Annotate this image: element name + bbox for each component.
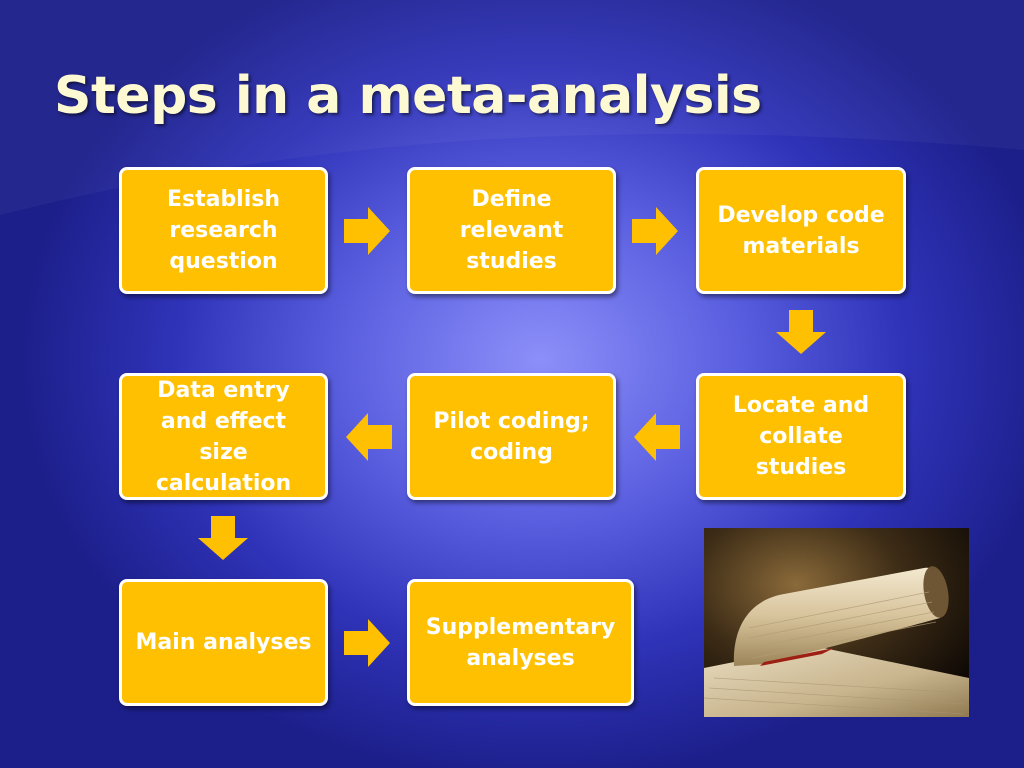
step-supplementary-analyses: Supplementary analyses xyxy=(407,579,634,706)
arrow-right-icon xyxy=(632,207,678,255)
step-main-analyses: Main analyses xyxy=(119,579,328,706)
old-paper-scroll-photo xyxy=(704,528,969,717)
arrow-down-icon xyxy=(198,516,248,560)
step-define-relevant-studies: Define relevant studies xyxy=(407,167,616,294)
step-develop-code-materials: Develop code materials xyxy=(696,167,906,294)
step-locate-collate-studies: Locate and collate studies xyxy=(696,373,906,500)
step-pilot-coding: Pilot coding; coding xyxy=(407,373,616,500)
arrow-left-icon xyxy=(346,413,392,461)
arrow-left-icon xyxy=(634,413,680,461)
slide-title: Steps in a meta-analysis xyxy=(54,66,762,126)
arrow-right-icon xyxy=(344,207,390,255)
step-data-entry-effect-size: Data entry and effect size calculation xyxy=(119,373,328,500)
arrow-right-icon xyxy=(344,619,390,667)
arrow-down-icon xyxy=(776,310,826,354)
step-establish-research-question: Establish research question xyxy=(119,167,328,294)
